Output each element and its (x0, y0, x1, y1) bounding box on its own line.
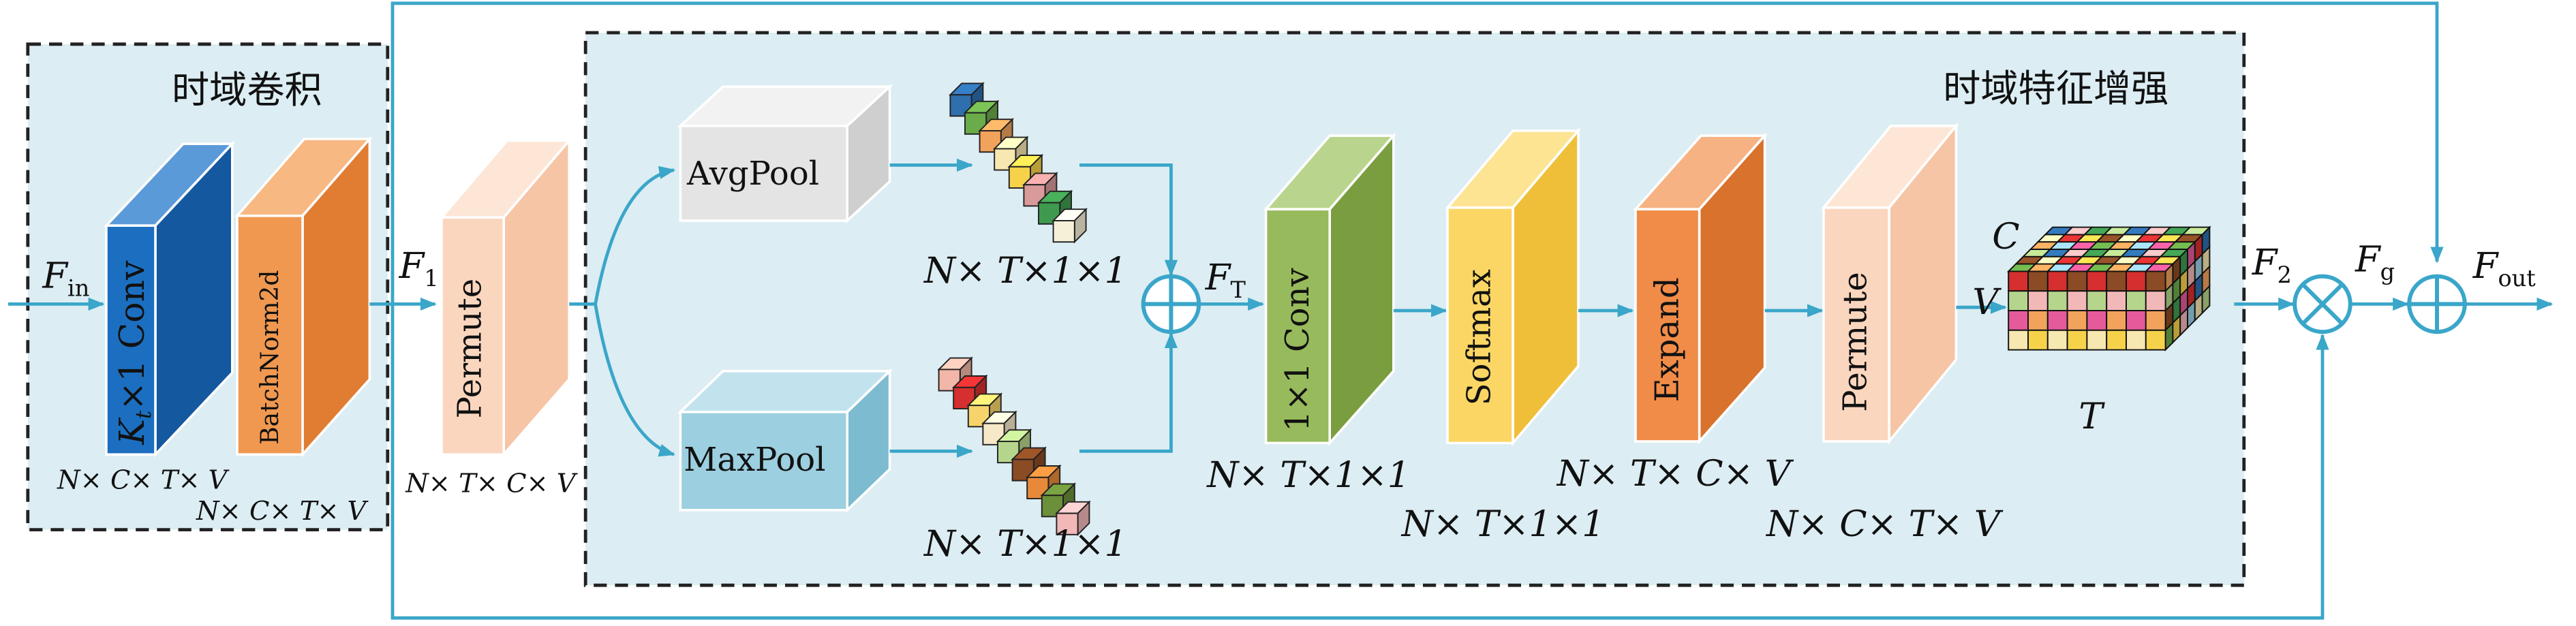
cube-front-cell (2106, 290, 2127, 311)
cube-front-cell (2126, 329, 2147, 351)
softmax-dim-label: N× T×1×1 (1400, 503, 1605, 545)
permute1-label: Permute (451, 279, 489, 419)
vector-cell (1007, 153, 1044, 190)
cube-front-cell (2046, 290, 2068, 311)
permute2-block: Permute (1821, 122, 1959, 445)
bn-dim-label: N× C× T× V (196, 496, 369, 527)
max-to-sum-line (1079, 332, 1178, 453)
batchnorm-label: BatchNorm2d (256, 270, 284, 445)
f1-label: F1 (399, 245, 439, 292)
expand-label: Expand (1648, 277, 1686, 402)
cube-front-cell (2008, 329, 2029, 351)
feature-cube (2006, 225, 2211, 351)
fg-label: Fg (2355, 238, 2395, 285)
expand-block: Expand (1632, 132, 1768, 445)
f2-label: F2 (2252, 242, 2292, 288)
skip-line-top (390, 1, 2444, 304)
maxpool-block: MaxPool (677, 368, 893, 514)
avgpool-label: AvgPool (686, 155, 819, 193)
cube-front-cell (2046, 270, 2068, 292)
cube-front-cell (2106, 270, 2127, 292)
cube-front-cell (2066, 290, 2088, 311)
vector-cell (937, 356, 973, 392)
vector-cell (1052, 207, 1088, 244)
batchnorm-block: BatchNorm2d (234, 136, 373, 458)
cube-front-cell (2145, 290, 2166, 311)
maxpool-vector (937, 356, 1091, 537)
cube-front-cell (2145, 310, 2166, 331)
cube-front-cell (2126, 290, 2147, 311)
cube-front-cell (2126, 270, 2147, 292)
ft-label: FT (1205, 257, 1246, 303)
cube-front-cell (2046, 329, 2068, 351)
cube-front-cell (2008, 310, 2029, 331)
conv-block: Kt×1 Conv (103, 140, 235, 458)
cube-front-cell (2086, 310, 2108, 331)
cube-front-cell (2145, 270, 2166, 292)
cube-front-cell (2027, 290, 2049, 311)
temporal-enhance-title: 时域特征增强 (1943, 67, 2168, 111)
avgpool-block: AvgPool (677, 84, 893, 224)
vector-cell (1055, 500, 1091, 537)
cube-front-cell (2086, 329, 2108, 351)
avgpool-dim-label: N× T×1×1 (923, 250, 1127, 292)
cube-axis-c: C (1992, 216, 2019, 257)
conv-block-label: Kt×1 Conv (112, 260, 156, 445)
skip-line-bottom (390, 304, 2329, 620)
temporal-conv-title: 时域卷积 (172, 69, 322, 112)
cube-axis-t: T (2079, 396, 2105, 437)
conv1x1-label: 1×1 Conv (1278, 268, 1317, 431)
cube-front-cell (2106, 310, 2127, 331)
conv-dim-label: N× C× T× V (57, 465, 230, 496)
add-node (2407, 274, 2467, 334)
cube-front-cell (2008, 290, 2029, 311)
maxpool-dim-label: N× T×1×1 (923, 523, 1127, 565)
permute2-dim-label: N× C× T× V (1765, 503, 2004, 545)
avg-to-sum-line (1079, 163, 1178, 277)
softmax-label: Softmax (1460, 269, 1498, 405)
cube-front-cell (2066, 310, 2088, 331)
cube-front-cell (2027, 270, 2049, 292)
expand-dim-label: N× T× C× V (1556, 453, 1794, 495)
branch-to-maxpool (594, 303, 676, 457)
cube-front-cell (2008, 270, 2029, 292)
multiply-node (2293, 274, 2352, 334)
cube-front-cell (2066, 329, 2088, 351)
cube-front-cell (2066, 270, 2088, 292)
cube-front-cell (2086, 270, 2108, 292)
avgpool-vector (949, 82, 1088, 244)
permute1-dim-label: N× T× C× V (405, 468, 578, 499)
f-out-label: Fout (2472, 245, 2536, 292)
cube-front-cell (2126, 310, 2147, 331)
cube-front-cell (2145, 329, 2166, 351)
permute1-block: Permute (439, 137, 572, 458)
cube-front-cell (2086, 290, 2108, 311)
f-in-label: Fin (42, 255, 89, 301)
cube-side-cell (2201, 284, 2211, 315)
permute2-label: Permute (1836, 272, 1874, 412)
maxpool-label: MaxPool (684, 441, 825, 479)
cube-front-cell (2027, 310, 2049, 331)
cube-front-cell (2106, 329, 2127, 351)
conv1x1-dim-label: N× T×1×1 (1206, 454, 1410, 496)
softmax-block: Softmax (1445, 127, 1581, 447)
sum-node (1141, 274, 1201, 334)
conv1x1-block: 1×1 Conv (1263, 132, 1396, 447)
cube-front-cell (2046, 310, 2068, 331)
cube-front-cell (2027, 329, 2049, 351)
cube-axis-v: V (1972, 281, 2002, 323)
branch-to-avgpool (594, 166, 676, 304)
